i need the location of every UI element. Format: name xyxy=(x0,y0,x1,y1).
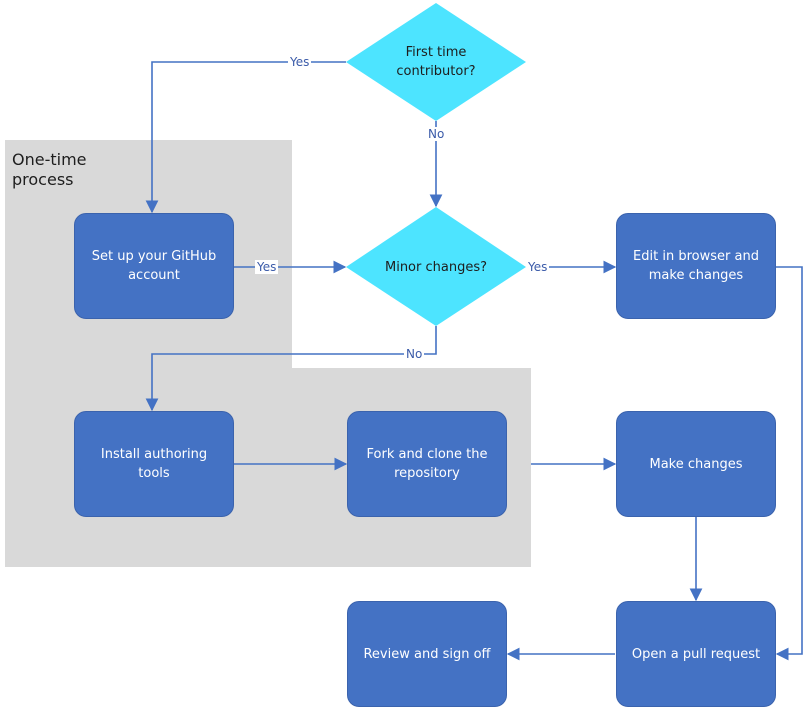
edge-edit-to-pr xyxy=(775,266,803,661)
minor-yes-label: Yes xyxy=(526,260,550,274)
minor-no-label: No xyxy=(404,347,425,361)
review-and-sign-off-box: Review and sign off xyxy=(347,601,507,707)
edit-in-browser-box: Edit in browser and make changes xyxy=(616,213,776,319)
first-time-contributor-diamond xyxy=(346,3,526,121)
first-time-contributor-label: First time contributor? xyxy=(396,45,476,79)
first-no-label: No xyxy=(426,127,447,141)
open-pull-request-box: Open a pull request xyxy=(616,601,776,707)
fork-and-clone-box: Fork and clone the repository xyxy=(347,411,507,517)
install-authoring-tools-box: Install authoring tools xyxy=(74,411,234,517)
first-yes-label: Yes xyxy=(288,55,312,69)
make-changes-box: Make changes xyxy=(616,411,776,517)
minor-changes-diamond xyxy=(346,207,526,326)
setup-github-account-box: Set up your GitHub account xyxy=(74,213,234,319)
setup-yes-label: Yes xyxy=(255,260,279,274)
edge-minor-no-to-install xyxy=(145,326,437,412)
one-time-process-label: One-time process xyxy=(12,150,87,189)
edge-first-yes-to-setup xyxy=(145,61,346,214)
minor-changes-label: Minor changes? xyxy=(384,259,487,275)
